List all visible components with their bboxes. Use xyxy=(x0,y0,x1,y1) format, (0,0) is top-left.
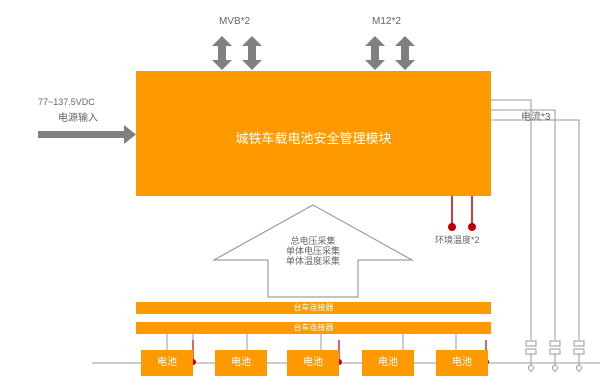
bogie-connector-bar-2: 台车连接器 xyxy=(136,322,491,334)
current-lines xyxy=(491,99,580,340)
battery-cell-label: 电池 xyxy=(452,357,472,368)
collection-item: 单体电压采集 xyxy=(285,246,340,256)
ambient-temp-probes xyxy=(448,196,476,231)
power-input-arrow xyxy=(38,125,136,144)
ambient-temp-label: 环境温度*2 xyxy=(435,235,480,245)
battery-cell-label: 电池 xyxy=(303,357,323,368)
mvb-label: MVB*2 xyxy=(219,16,251,27)
m12-label: M12*2 xyxy=(372,16,401,27)
connector-label: 台车连接器 xyxy=(293,303,334,312)
battery-cell-label: 电池 xyxy=(231,357,251,368)
current-label: 电流*3 xyxy=(521,112,551,123)
collection-item: 单体温度采集 xyxy=(285,256,340,266)
power-input-label: 电源输入 xyxy=(58,113,98,124)
battery-cell: 电池 xyxy=(287,350,339,376)
battery-cell: 电池 xyxy=(362,350,414,376)
voltage-range-label: 77~137.5VDC xyxy=(38,97,95,107)
current-sensors xyxy=(525,340,585,372)
collection-item: 总电压采集 xyxy=(290,236,336,246)
battery-cell: 电池 xyxy=(141,350,193,376)
battery-cell: 电池 xyxy=(436,350,488,376)
main-module-title: 城铁车载电池安全管理模块 xyxy=(235,131,392,146)
collection-text: 总电压采集 单体电压采集 单体温度采集 xyxy=(268,236,358,266)
battery-cell-label: 电池 xyxy=(157,357,177,368)
bogie-connector-bar-1: 台车连接器 xyxy=(136,302,491,314)
main-module-box: 城铁车载电池安全管理模块 xyxy=(136,71,491,196)
collection-arrow xyxy=(212,204,414,298)
cell-wiring xyxy=(166,334,457,350)
mvb-arrows xyxy=(212,36,262,70)
battery-cell-label: 电池 xyxy=(378,357,398,368)
m12-arrows xyxy=(365,36,415,70)
connector-label: 台车连接器 xyxy=(293,323,334,332)
battery-cell: 电池 xyxy=(215,350,267,376)
